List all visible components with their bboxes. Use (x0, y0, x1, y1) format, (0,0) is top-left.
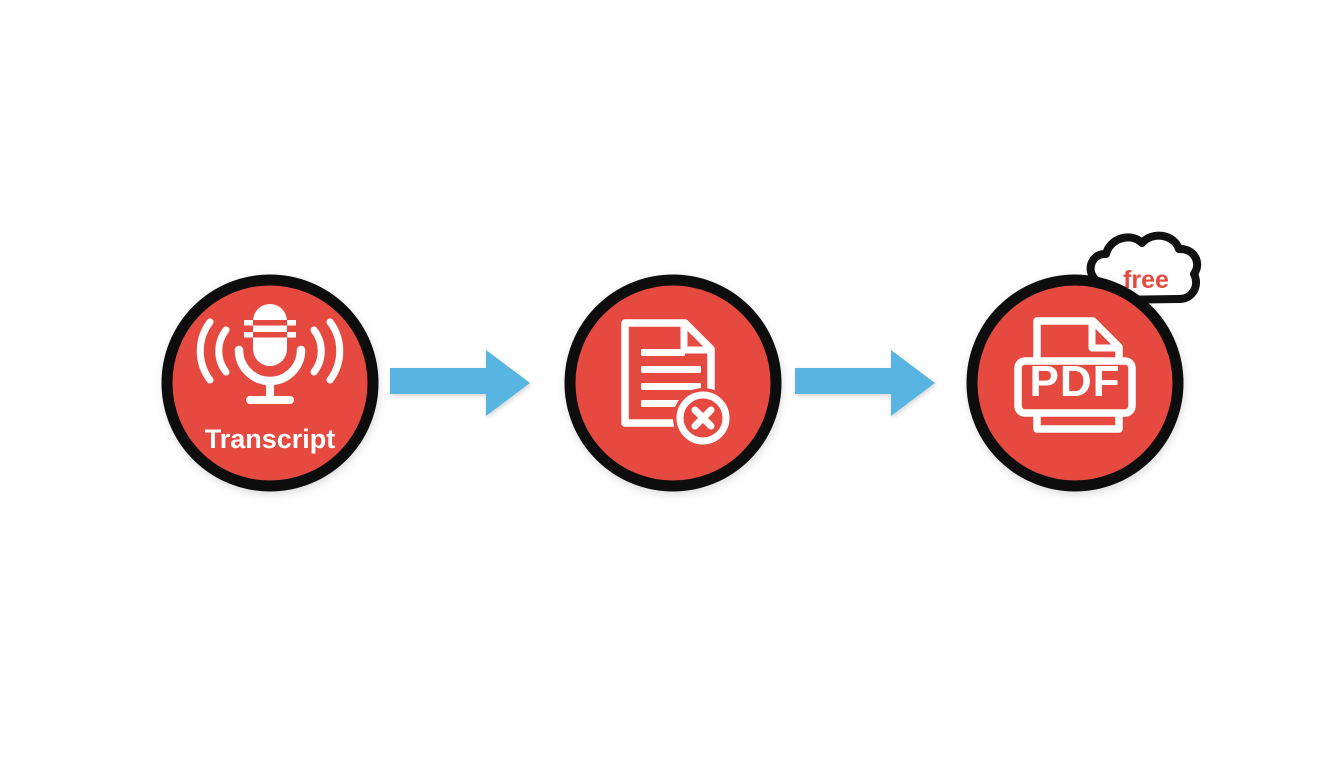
pdf-file-label: PDF (1030, 357, 1121, 406)
step-label-transcript: Transcript (205, 424, 336, 454)
flow-step-pdf[interactable]: free PDF (966, 231, 1202, 492)
cloud-badge-label: free (1123, 266, 1169, 294)
arrow-right-icon (795, 350, 935, 416)
flow-step-document[interactable] (564, 274, 782, 492)
arrow-right-icon (390, 350, 530, 416)
flow-step-transcript[interactable]: Transcript (161, 274, 379, 492)
